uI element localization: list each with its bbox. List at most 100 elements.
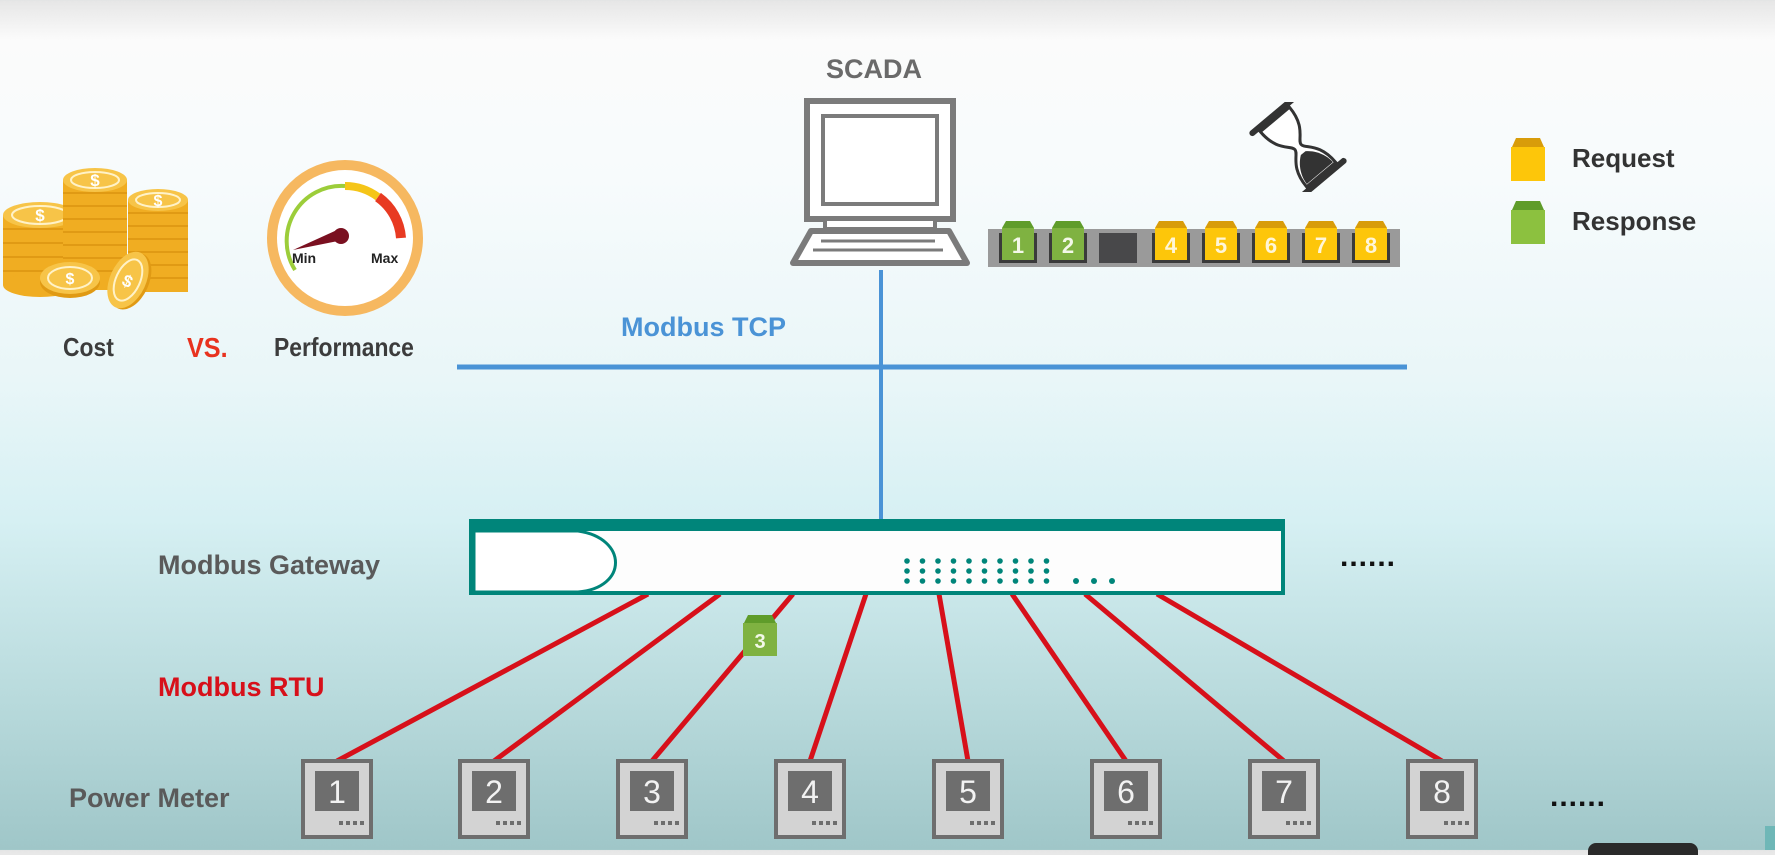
queue-slot-number: 1 (1012, 233, 1024, 258)
port-led (966, 578, 972, 584)
port-led (1028, 558, 1034, 564)
legend-label: Response (1572, 206, 1697, 236)
power-meter-label: Power Meter (69, 783, 230, 813)
queue-slot-number: 5 (1215, 233, 1227, 258)
port-led (981, 578, 988, 584)
rtu-link-2 (492, 591, 722, 764)
port-led (966, 558, 972, 564)
queue-slot-number: 4 (1165, 233, 1178, 258)
port-led (919, 568, 926, 574)
port-led (1043, 558, 1050, 564)
power-meter-icon: 1 (301, 759, 373, 839)
rtu-link-6 (1009, 592, 1129, 763)
power-meter-4[interactable]: 4 (774, 759, 846, 839)
meter-number: 5 (959, 774, 977, 810)
coins-icon: $ $ $ $ $ (3, 168, 188, 310)
legend-item-request: Request (1510, 137, 1740, 187)
meter-number: 3 (643, 774, 661, 810)
message-queue: 1 2 4 5 6 7 8 (988, 221, 1400, 267)
port-led (981, 558, 988, 564)
port-led (1012, 568, 1019, 574)
power-meter-8[interactable]: 8 (1406, 759, 1478, 839)
power-meter-7[interactable]: 7 (1248, 759, 1320, 839)
power-meter-icon: 3 (616, 759, 688, 839)
port-led (981, 568, 988, 574)
port-led (935, 558, 941, 564)
power-meter-6[interactable]: 6 (1090, 759, 1162, 839)
queue-slot-2: 2 (1049, 221, 1087, 263)
power-meter-icon: 8 (1406, 759, 1478, 839)
port-led (904, 558, 910, 564)
power-meter-3[interactable]: 3 (616, 759, 688, 839)
rtu-links (335, 591, 1444, 764)
port-led (919, 578, 926, 584)
port-led-ellipsis (1091, 578, 1097, 584)
port-led (1028, 568, 1034, 574)
rtu-link-4 (807, 593, 869, 762)
modbus-rtu-label: Modbus RTU (158, 672, 325, 702)
hourglass-icon (1249, 102, 1347, 192)
gateway-port-leds (904, 558, 1115, 584)
port-led (950, 568, 957, 574)
meter-number: 7 (1275, 774, 1293, 810)
port-led (1012, 558, 1019, 564)
performance-gauge-icon: Min Max (267, 160, 423, 316)
queue-slot-number: 6 (1265, 233, 1277, 258)
port-led-ellipsis (1109, 578, 1115, 584)
gauge-min-label: Min (292, 250, 316, 266)
legend-item-response: Response (1510, 200, 1740, 250)
vs-label: VS. (187, 332, 228, 363)
port-led (950, 558, 957, 564)
svg-text:$: $ (90, 171, 100, 190)
port-led (1012, 578, 1019, 584)
power-meter-icon: 4 (774, 759, 846, 839)
power-meter-2[interactable]: 2 (458, 759, 530, 839)
cost-label: Cost (63, 332, 114, 362)
queue-slot-number: 2 (1062, 233, 1074, 258)
gauge-max-label: Max (371, 250, 398, 266)
legend-label: Request (1572, 143, 1675, 173)
queue-slot-8: 8 (1352, 221, 1390, 263)
power-meter-1[interactable]: 1 (301, 759, 373, 839)
in-transit-response-packet: 3 (743, 615, 777, 656)
scada-computer-icon (790, 98, 970, 266)
queue-slot-1: 1 (999, 221, 1037, 263)
power-meter-5[interactable]: 5 (932, 759, 1004, 839)
svg-text:$: $ (35, 206, 45, 225)
power-meter-icon: 7 (1248, 759, 1320, 839)
port-led (935, 568, 941, 574)
queue-slot-number: 8 (1365, 233, 1377, 258)
port-led (1043, 568, 1050, 574)
rtu-link-8 (1155, 591, 1444, 764)
performance-label: Performance (274, 332, 414, 362)
meter-number: 1 (328, 774, 346, 810)
response-packet-icon (1511, 201, 1545, 244)
rtu-link-7 (1083, 592, 1286, 763)
power-meter-icon: 6 (1090, 759, 1162, 839)
svg-text:$: $ (154, 193, 163, 210)
queue-slot-7: 7 (1302, 221, 1340, 263)
port-led (997, 578, 1003, 584)
scada-title: SCADA (826, 54, 923, 84)
queue-slot-5: 5 (1202, 221, 1240, 263)
request-packet-icon (1511, 138, 1545, 181)
svg-text:$: $ (66, 271, 75, 288)
port-led (919, 558, 926, 564)
port-led (935, 578, 941, 584)
overlay-edge (1765, 826, 1775, 850)
port-led-ellipsis (1073, 578, 1079, 584)
meters-more-indicator: ...... (1550, 780, 1607, 813)
port-led (997, 558, 1003, 564)
queue-slot-number: 7 (1315, 233, 1327, 258)
overlay-bar (1588, 843, 1698, 855)
queue-slot-empty (1099, 233, 1137, 263)
modbus-tcp-label: Modbus TCP (621, 312, 786, 342)
queue-slot-6: 6 (1252, 221, 1290, 263)
gateway-label: Modbus Gateway (158, 550, 381, 580)
queue-slot-4: 4 (1152, 221, 1190, 263)
power-meter-icon: 5 (932, 759, 1004, 839)
port-led (904, 568, 910, 574)
meter-number: 4 (801, 774, 819, 810)
rtu-link-1 (335, 591, 650, 764)
